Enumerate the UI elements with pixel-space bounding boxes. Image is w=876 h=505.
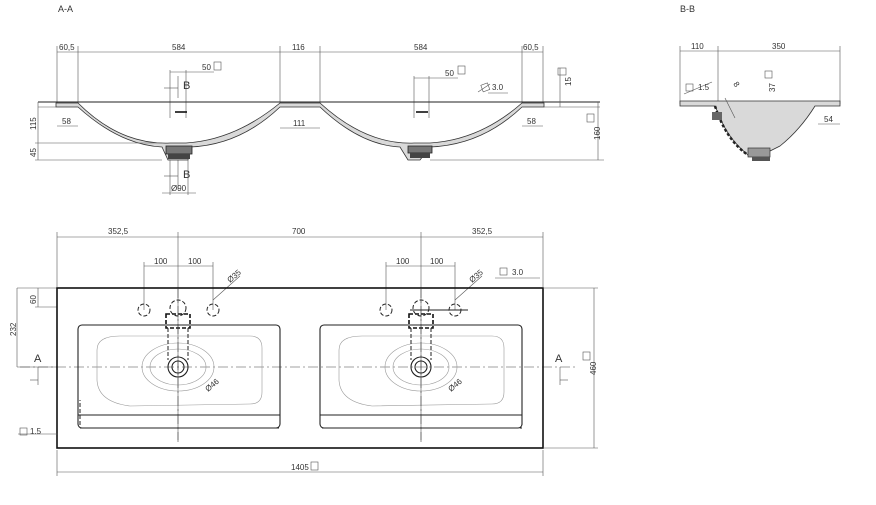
dim-plan-left: 352,5: [108, 227, 129, 236]
dim-aa-rim-right: 58: [527, 117, 536, 126]
dim-aa-outlet: Ø90: [171, 184, 187, 193]
dim-aa-edge-left: 60,5: [59, 43, 75, 52]
dim-bb-37: 37: [768, 83, 777, 92]
dim-aa-drain: 45: [29, 148, 38, 157]
aa-outlet-dimension: Ø90: [162, 160, 196, 195]
dim-aa-depth: 115: [29, 117, 38, 130]
dim-plan-drain-left: Ø46: [204, 377, 222, 394]
section-aa-title: A-A: [58, 4, 73, 14]
plan-edge-dimension: 1.5: [18, 427, 58, 436]
dim-aa-basin-left: 584: [172, 43, 186, 52]
dim-aa-edge-right: 60,5: [523, 43, 539, 52]
dim-plan-depth: 460: [589, 361, 598, 375]
dim-plan-center: 700: [292, 227, 306, 236]
aa-left-dimensions: 115 45 58 111 58: [29, 102, 543, 161]
dim-plan-232: 232: [9, 322, 18, 336]
cut-a-left-label: A: [34, 353, 42, 365]
dim-plan-length: 1405: [291, 463, 309, 472]
aa-basin-profile: [38, 101, 600, 161]
plan-length-dimension: 1405: [56, 450, 544, 476]
dim-plan-100-d: 100: [430, 257, 444, 266]
dim-plan-slope: 3.0: [512, 268, 524, 277]
plan-left-dimensions: 60 232: [9, 287, 57, 368]
section-bb-title: B-B: [680, 4, 695, 14]
cut-a-right-label: A: [555, 353, 563, 365]
dim-plan-hole-left: Ø35: [226, 268, 244, 285]
dim-aa-deck: 15: [564, 77, 573, 86]
cut-b-top-label: B: [183, 80, 190, 92]
dim-plan-edge: 1.5: [30, 427, 42, 436]
dim-bb-thick: 1.5: [698, 83, 710, 92]
dim-bb-54: 54: [824, 115, 833, 124]
dim-plan-60: 60: [29, 295, 38, 304]
aa-top-dimensions: 60,5 584 116 584 60,5: [56, 43, 544, 104]
dim-plan-100-b: 100: [188, 257, 202, 266]
plan-cut-a-markers: A A: [20, 353, 575, 385]
bb-profile: [679, 97, 841, 161]
plan-right-dimensions: 460: [543, 287, 598, 449]
aa-cut-b-markers: B B: [164, 76, 190, 190]
aa-tap-dimensions: 50 50 3.0: [169, 61, 508, 118]
dim-aa-rim-left: 58: [62, 117, 71, 126]
bb-dimensions: 110 350 1.5 8 37 54: [679, 42, 841, 125]
section-bb: B-B 110 350 1.5 8 37 54: [679, 4, 841, 161]
dim-aa-height: 160: [593, 126, 602, 140]
plan-basin-left: Ø46: [77, 288, 281, 445]
dim-aa-tap-left: 50: [202, 63, 211, 72]
dim-bb-8: 8: [731, 80, 741, 89]
worktop-outline: [56, 287, 544, 449]
plan-view: 352,5 700 352,5 100 100 100 100 Ø35 Ø35 …: [9, 227, 598, 476]
dim-aa-slope: 3.0: [492, 83, 504, 92]
dim-bb-back: 110: [691, 42, 704, 51]
aa-right-dimensions: 15 160: [430, 67, 604, 161]
dim-aa-middle: 116: [292, 43, 305, 52]
dim-plan-drain-right: Ø46: [447, 377, 465, 394]
dim-plan-100-a: 100: [154, 257, 168, 266]
plan-top-dimensions: 352,5 700 352,5 100 100 100 100 Ø35 Ø35 …: [56, 227, 544, 440]
section-aa: A-A 60,5 584 116 584 60,5 50: [29, 4, 604, 195]
dim-aa-gap: 111: [293, 119, 306, 128]
dim-bb-width: 350: [772, 42, 786, 51]
dim-plan-100-c: 100: [396, 257, 410, 266]
dim-plan-right: 352,5: [472, 227, 493, 236]
dim-plan-hole-right: Ø35: [468, 268, 486, 285]
dim-aa-basin-right: 584: [414, 43, 428, 52]
dim-aa-tap-right: 50: [445, 69, 454, 78]
plan-basin-right: Ø46: [319, 288, 523, 445]
cut-b-bottom-label: B: [183, 169, 190, 181]
